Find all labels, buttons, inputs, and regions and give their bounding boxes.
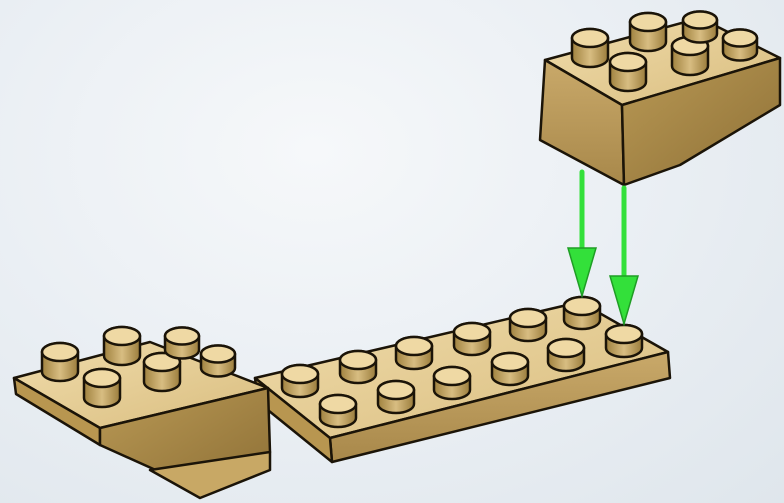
plate-stud (606, 325, 642, 357)
slope-brick-stud (42, 343, 78, 381)
plate-stud (564, 297, 600, 329)
inverted-brick-stud (572, 29, 608, 67)
inverted-brick-stud (723, 30, 757, 61)
slope-brick-stud (165, 328, 199, 359)
plate-stud (510, 309, 546, 341)
plate-stud (282, 365, 318, 397)
slope-brick-stud (201, 346, 235, 377)
plate-stud (454, 323, 490, 355)
plate-stud (320, 395, 356, 427)
arrow-left (568, 172, 596, 296)
plate-stud (396, 337, 432, 369)
slope-brick-stud (104, 327, 140, 365)
inverted-brick-stud (683, 12, 717, 43)
plate-stud (548, 339, 584, 371)
slope-brick-stud (84, 369, 120, 407)
arrow-right (610, 188, 638, 324)
inverted-brick-stud (630, 13, 666, 51)
plate-stud (340, 351, 376, 383)
inverted-brick-stud (610, 53, 646, 91)
plate-stud (378, 381, 414, 413)
plate-stud (492, 353, 528, 385)
plate-stud (434, 367, 470, 399)
